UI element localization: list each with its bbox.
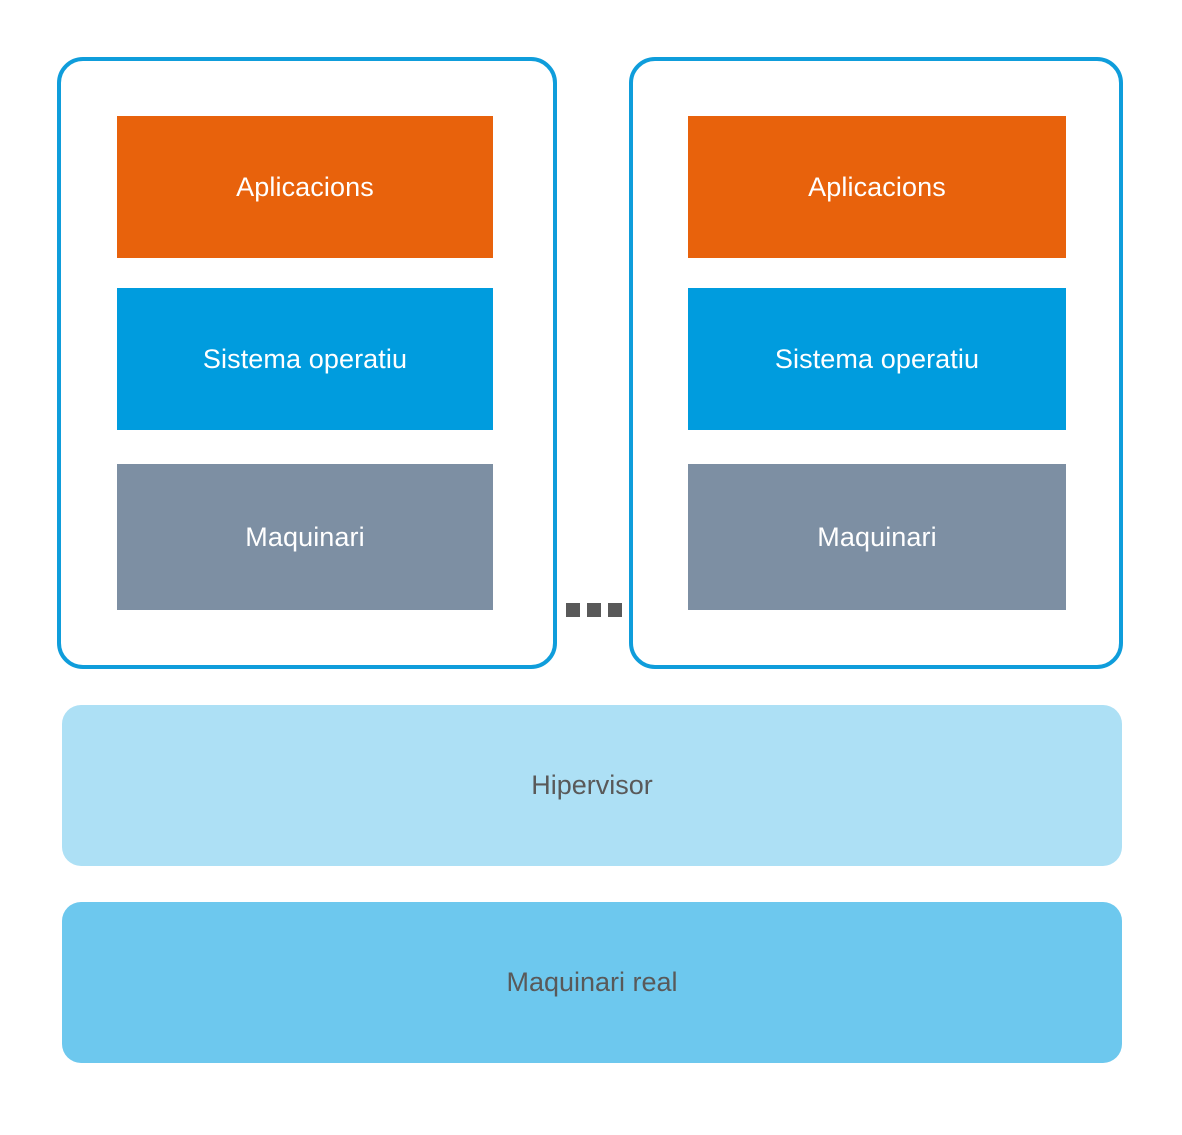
vm-2-applications-label: Aplicacions [808,171,946,202]
vm-1-hardware-label: Maquinari [245,521,365,552]
vm-1-applications-label: Aplicacions [236,171,374,202]
vm-1-applications-layer: Aplicacions [117,116,493,258]
ellipsis-dot-3 [608,603,622,617]
vm-2-operating-system-label: Sistema operatiu [774,343,980,374]
vm-2-applications-layer: Aplicacions [688,116,1066,258]
hypervisor-label: Hipervisor [531,770,653,800]
vm-2-hardware-layer: Maquinari [688,464,1066,610]
physical-hardware-label: Maquinari real [506,967,678,997]
vm-1-hardware-layer: Maquinari [117,464,493,610]
vm-1-operating-system-label: Sistema operatiu [202,343,408,374]
hypervisor-band: Hipervisor [62,705,1122,866]
ellipsis-more-vms-icon [566,603,622,617]
vm-1-operating-system-layer: Sistema operatiu [117,288,493,430]
ellipsis-dot-1 [566,603,580,617]
vm-2-hardware-label: Maquinari [817,521,937,552]
vm-2-operating-system-layer: Sistema operatiu [688,288,1066,430]
ellipsis-dot-2 [587,603,601,617]
physical-hardware-band: Maquinari real [62,902,1122,1063]
